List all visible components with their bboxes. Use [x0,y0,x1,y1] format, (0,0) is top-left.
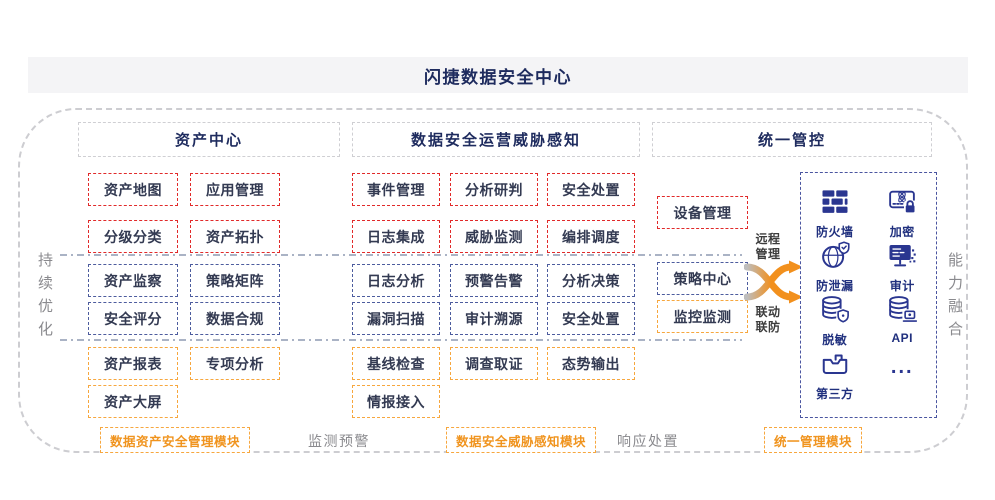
module-box: 监控监测 [657,300,748,333]
more-icon: ... [890,356,914,378]
module-box: 策略中心 [657,262,748,295]
device-item-more: ... [891,348,914,402]
device-label: 脱敏 [822,333,848,347]
device-label: 加密 [889,225,915,239]
module-box: 资产监察 [88,264,178,297]
device-label: 防火墙 [815,225,854,239]
module-box: 日志分析 [352,264,440,297]
module-box: 资产大屏 [88,385,178,418]
device-capability-panel: 防火墙 加密 [800,172,937,418]
module-box: 资产报表 [88,347,178,380]
module-box: 基线检查 [352,347,440,380]
module-box: 安全处置 [547,302,635,335]
module-box: 编排调度 [547,220,635,253]
module-box: 调查取证 [450,347,538,380]
audit-icon [887,240,917,275]
column-header-security-operations: 数据安全运营威胁感知 [352,122,640,157]
module-box: 策略矩阵 [190,264,280,297]
device-item-third-party: 第三方 [816,348,854,402]
leak-prevention-icon [820,240,850,275]
footer-module-threat-perception: 数据安全威胁感知模块 [446,427,597,453]
third-party-icon [820,348,850,383]
device-item-firewall: 防火墙 [816,186,854,240]
connector-label-remote-management: 远程管理 [755,232,781,261]
section-divider-top [60,254,742,256]
footer-phase-monitoring: 监测预警 [308,433,370,449]
module-box: 资产地图 [88,173,178,206]
module-box: 数据合规 [190,302,280,335]
module-box: 情报接入 [352,385,440,418]
module-box: 分级分类 [88,220,178,253]
module-box: 分析研判 [450,173,538,206]
module-box: 应用管理 [190,173,280,206]
module-box: 分析决策 [547,264,635,297]
encryption-icon [887,186,917,221]
footer-module-unified-management: 统一管理模块 [764,427,863,453]
module-box: 设备管理 [657,196,748,229]
device-item-leak-prevention: 防泄漏 [816,240,854,294]
api-icon [887,294,918,329]
footer-phase-response: 响应处置 [617,433,679,449]
column-header-asset-center: 资产中心 [78,122,340,157]
page-title: 闪捷数据安全中心 [28,57,968,93]
module-box: 审计溯源 [450,302,538,335]
side-label-continuous-optimization: 持续优化 [36,252,53,344]
device-item-api: API [887,294,918,348]
module-box: 威胁监测 [450,220,538,253]
device-item-audit: 审计 [887,240,917,294]
firewall-icon [820,186,850,221]
module-box: 预警告警 [450,264,538,297]
module-box: 资产拓扑 [190,220,280,253]
connector-label-joint-defense: 联动联防 [755,305,781,334]
module-box: 事件管理 [352,173,440,206]
module-box: 态势输出 [547,347,635,380]
device-label: 第三方 [815,387,854,401]
side-label-capability-fusion: 能力融合 [946,252,963,344]
data-masking-icon [820,294,850,329]
module-box: 安全评分 [88,302,178,335]
section-divider-bottom [60,339,742,341]
module-box: 日志集成 [352,220,440,253]
module-box: 专项分析 [190,347,280,380]
module-box: 漏洞扫描 [352,302,440,335]
footer-module-asset-security: 数据资产安全管理模块 [100,427,251,453]
column-header-unified-control: 统一管控 [652,122,932,157]
module-box: 安全处置 [547,173,635,206]
device-label: 审计 [889,279,915,293]
device-label: 防泄漏 [815,279,854,293]
device-item-data-masking: 脱敏 [820,294,850,348]
device-item-encryption: 加密 [887,186,917,240]
crossing-arrows-icon [743,258,804,311]
device-label: API [891,331,913,345]
